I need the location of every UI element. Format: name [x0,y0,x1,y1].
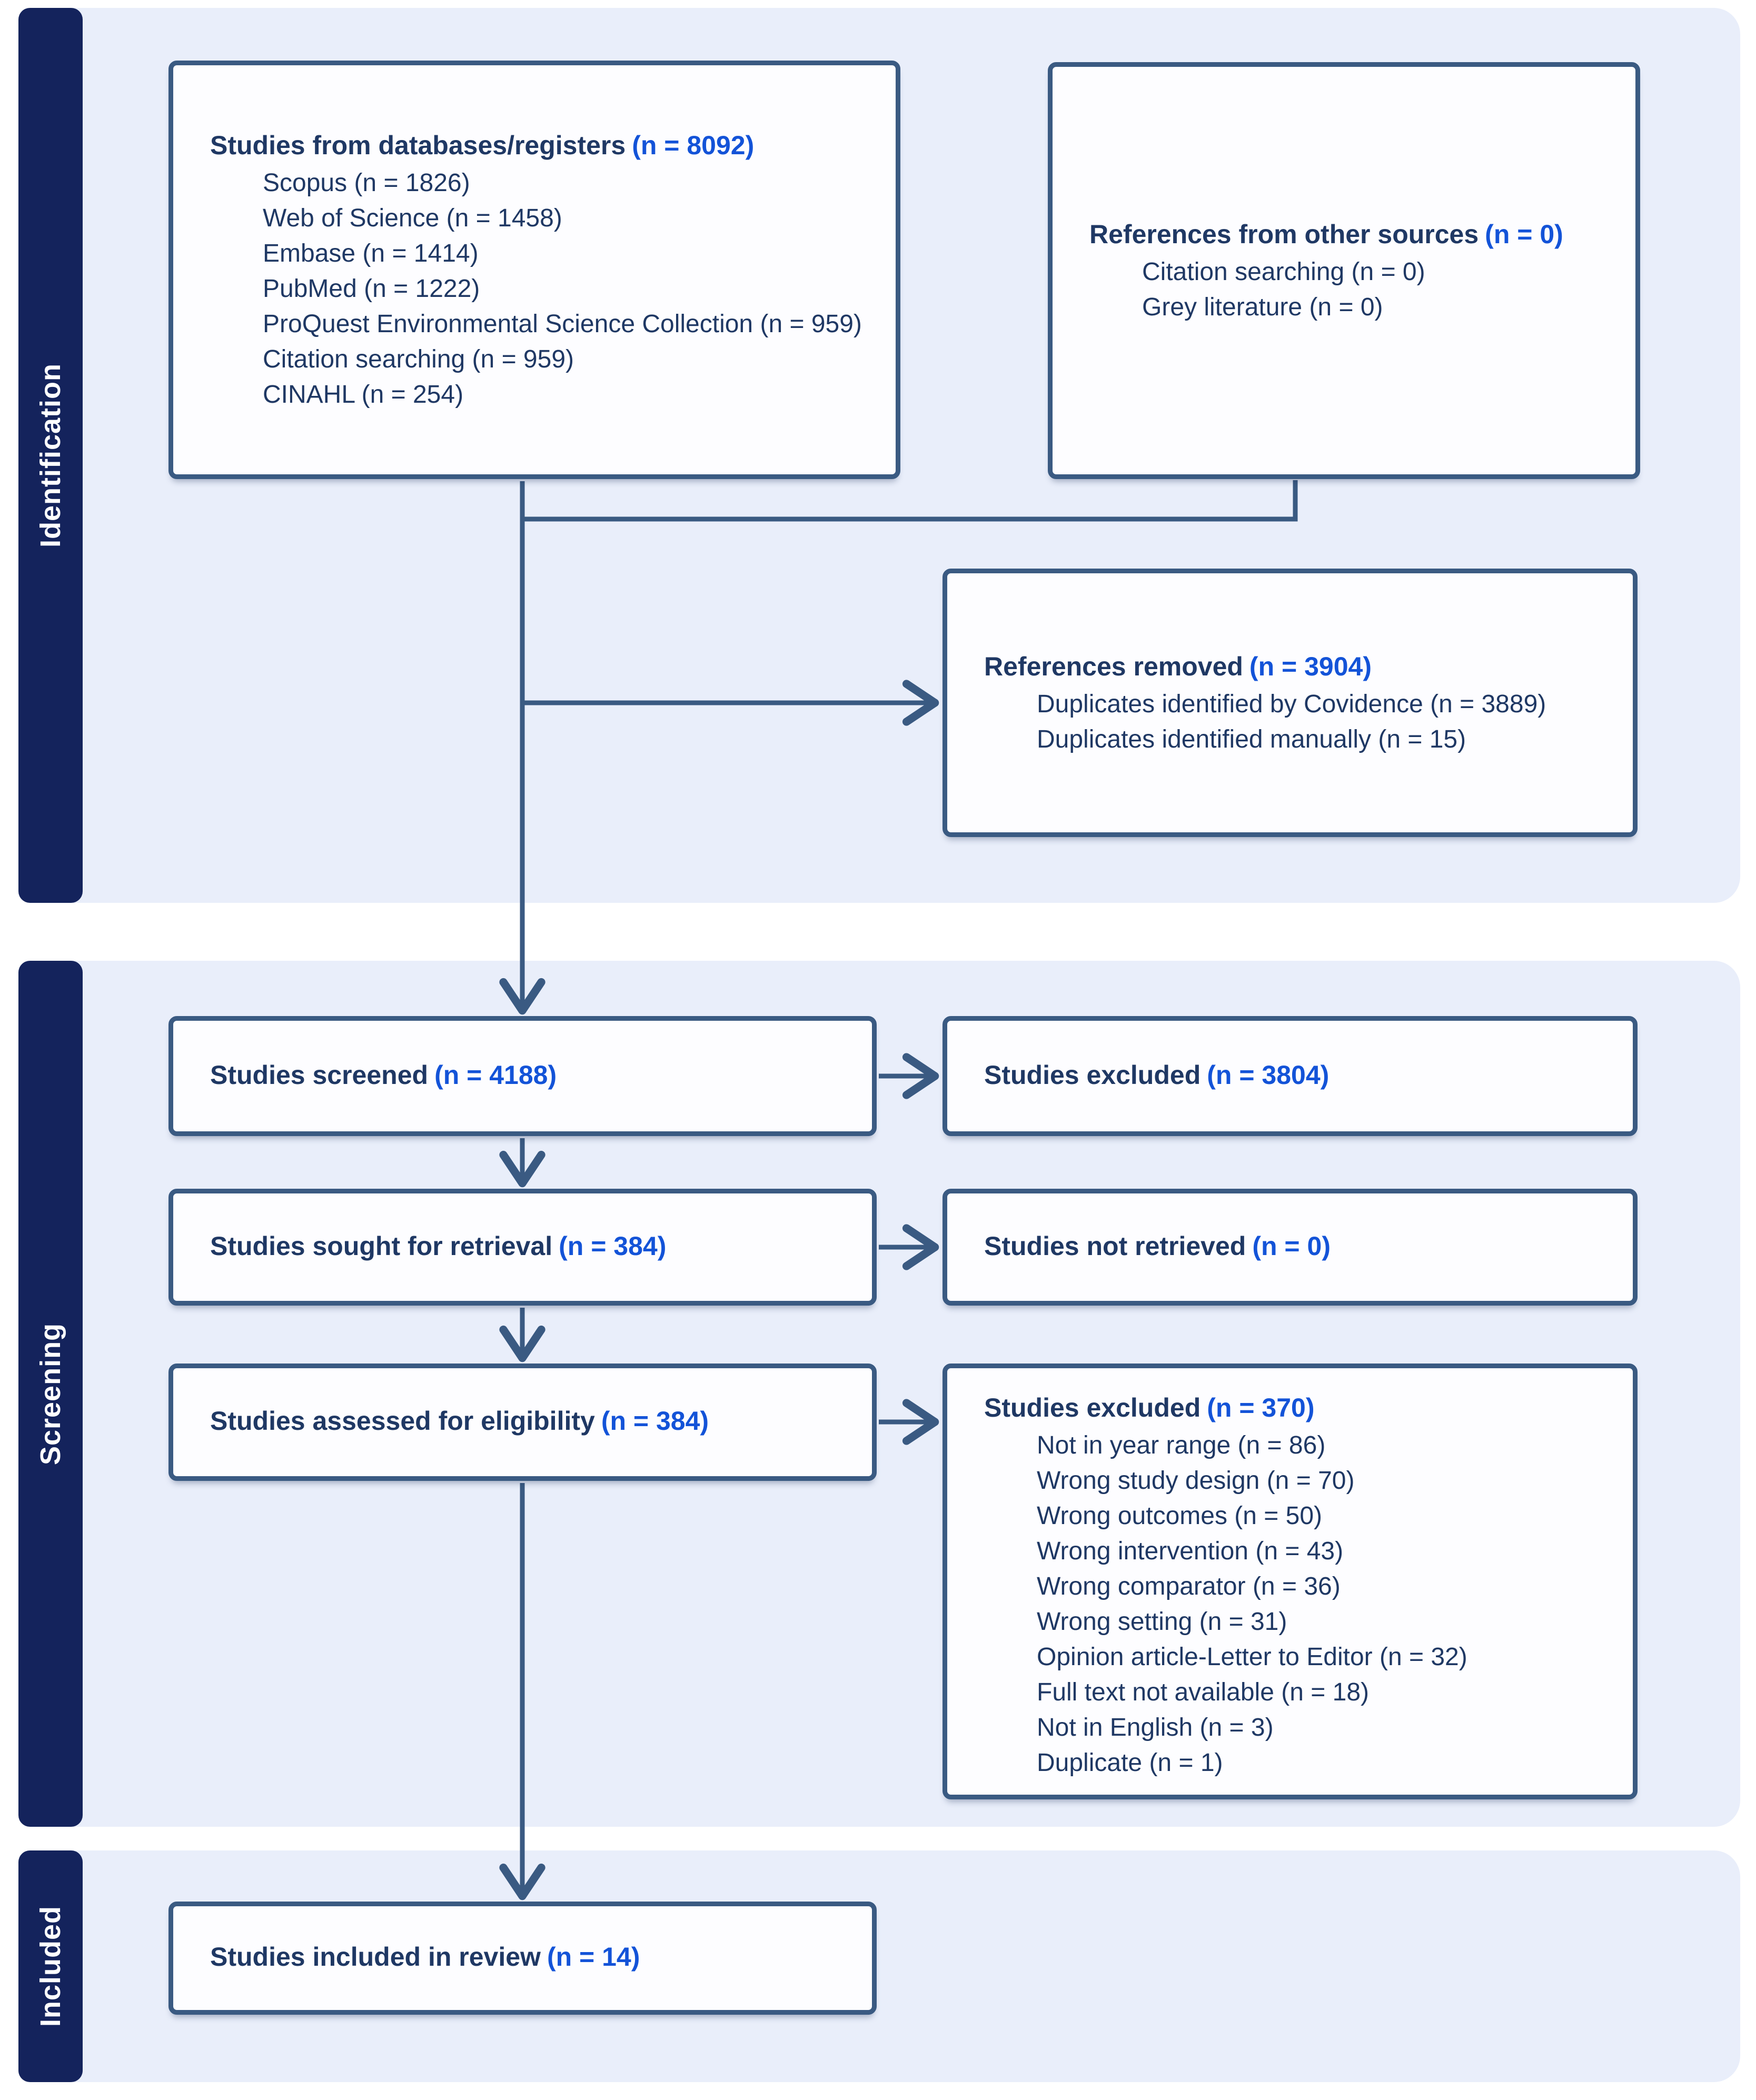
box-title-text: Studies assessed for eligibility [210,1406,595,1436]
flow-box-assessed: Studies assessed for eligibility(n = 384… [168,1363,877,1481]
list-item: Duplicates identified by Covidence (n = … [1037,690,1546,718]
box-title-text: Studies included in review [210,1942,541,1972]
box-title-text: Studies not retrieved [984,1231,1246,1261]
box-count: (n = 14) [547,1942,640,1972]
box-title: Studies not retrieved(n = 0) [947,1229,1633,1264]
list-item: Citation searching (n = 959) [263,345,574,373]
list-item: Grey literature (n = 0) [1142,293,1383,321]
list-item: Wrong comparator (n = 36) [1037,1572,1341,1600]
box-title-text: Studies from databases/registers [210,130,626,160]
flow-box-databases: Studies from databases/registers(n = 809… [168,61,900,479]
box-count: (n = 3804) [1207,1060,1330,1090]
flow-box-not-retrieved: Studies not retrieved(n = 0) [943,1189,1638,1306]
flow-box-excluded-eligibility: Studies excluded(n = 370) Not in year ra… [943,1363,1638,1799]
box-count: (n = 384) [559,1231,667,1261]
box-count: (n = 8092) [632,130,755,160]
flow-box-other-sources: References from other sources(n = 0) Cit… [1048,62,1640,479]
list-item: PubMed (n = 1222) [263,274,480,303]
box-count: (n = 3904) [1249,651,1372,681]
flow-box-screened: Studies screened(n = 4188) [168,1016,877,1136]
flow-box-retrieval: Studies sought for retrieval(n = 384) [168,1189,877,1306]
box-title: References removed(n = 3904) [947,649,1633,684]
list-item: Full text not available (n = 18) [1037,1678,1370,1706]
list-item: Opinion article-Letter to Editor (n = 32… [1037,1643,1467,1671]
box-title: Studies screened(n = 4188) [173,1058,872,1093]
list-item: Wrong outcomes (n = 50) [1037,1502,1323,1530]
box-count: (n = 384) [601,1406,709,1436]
list-item: ProQuest Environmental Science Collectio… [263,310,862,338]
sidebar-rail-screening: Screening [18,961,83,1827]
box-count: (n = 370) [1207,1393,1315,1422]
included-label: Included [35,1905,66,2027]
screening-label: Screening [35,1322,66,1465]
list-item: Not in English (n = 3) [1037,1714,1274,1741]
box-title: Studies excluded(n = 3804) [947,1058,1633,1093]
identification-label: Identification [35,363,66,548]
list-item: Wrong intervention (n = 43) [1037,1537,1344,1565]
list-item: Web of Science (n = 1458) [263,204,562,232]
box-title-text: References from other sources [1089,219,1479,249]
sidebar-rail-included: Included [18,1850,83,2082]
box-title-text: Studies excluded [984,1060,1201,1090]
list-item: Wrong setting (n = 31) [1037,1608,1287,1636]
flow-box-included-review: Studies included in review(n = 14) [168,1902,877,2015]
list-item: Not in year range (n = 86) [1037,1431,1326,1459]
list-item: Embase (n = 1414) [263,239,479,267]
box-count: (n = 0) [1485,219,1563,249]
flow-box-excluded-screening: Studies excluded(n = 3804) [943,1016,1638,1136]
box-title-text: References removed [984,651,1243,681]
flow-box-references-removed: References removed(n = 3904) Duplicates … [943,569,1638,837]
box-title: Studies assessed for eligibility(n = 384… [173,1404,872,1439]
box-title: Studies excluded(n = 370) [947,1390,1633,1426]
list-item: Scopus (n = 1826) [263,168,470,197]
list-item: Wrong study design (n = 70) [1037,1467,1355,1495]
list-item: Duplicates identified manually (n = 15) [1037,725,1466,753]
box-title: References from other sources(n = 0) [1053,217,1635,252]
box-title-text: Studies sought for retrieval [210,1231,553,1261]
box-title-text: Studies excluded [984,1393,1201,1422]
list-item: Duplicate (n = 1) [1037,1749,1223,1777]
box-title: Studies included in review(n = 14) [173,1939,872,1975]
box-title: Studies from databases/registers(n = 809… [173,128,896,163]
box-title-text: Studies screened [210,1060,429,1090]
box-title: Studies sought for retrieval(n = 384) [173,1229,872,1264]
list-item: Citation searching (n = 0) [1142,257,1425,286]
list-item: CINAHL (n = 254) [263,380,464,409]
box-count: (n = 0) [1252,1231,1331,1261]
sidebar-rail-identification: Identification [18,8,83,903]
box-count: (n = 4188) [434,1060,557,1090]
